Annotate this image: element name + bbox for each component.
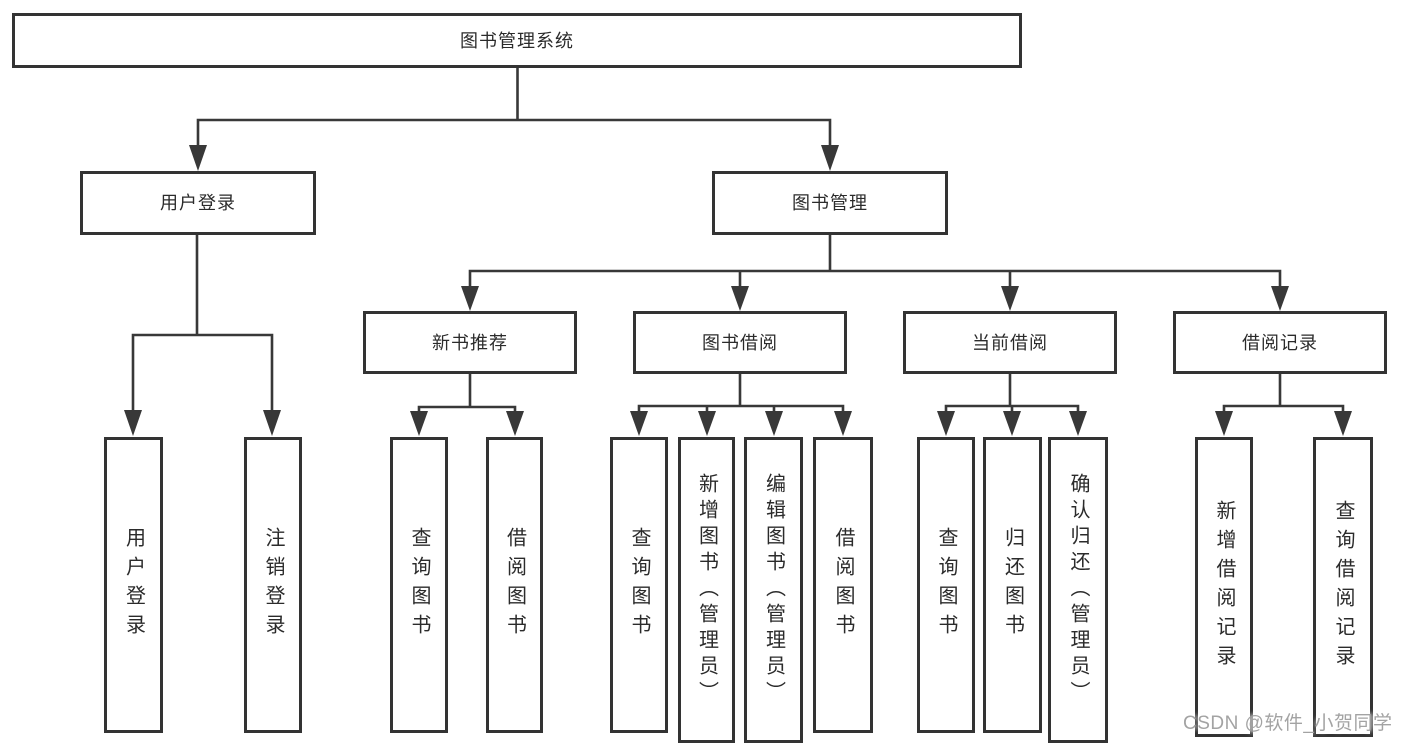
node-edit-books-admin: 编辑图书（管理员） bbox=[744, 437, 803, 743]
node-add-books-admin: 新增图书（管理员） bbox=[678, 437, 735, 743]
node-query-borrow-record: 查询借阅记录 bbox=[1313, 437, 1373, 737]
node-book-management: 图书管理 bbox=[712, 171, 948, 235]
node-confirm-return-admin: 确认归还（管理员） bbox=[1048, 437, 1108, 743]
connector-current-borrow-children bbox=[944, 371, 1080, 416]
node-logout: 注销登录 bbox=[244, 437, 302, 733]
arrowheads bbox=[124, 145, 1352, 436]
node-book-borrowing: 图书借阅 bbox=[633, 311, 847, 374]
node-user-login: 用户登录 bbox=[80, 171, 316, 235]
connector-book-borrow-children bbox=[637, 371, 845, 416]
node-borrow-books-1: 借阅图书 bbox=[486, 437, 543, 733]
connector-root-to-level2 bbox=[196, 64, 832, 148]
node-query-books-1: 查询图书 bbox=[390, 437, 448, 733]
node-return-books: 归还图书 bbox=[983, 437, 1042, 733]
node-library-management-system: 图书管理系统 bbox=[12, 13, 1022, 68]
connector-book-mgmt-level3 bbox=[468, 231, 1282, 290]
connector-new-book-children bbox=[417, 371, 517, 416]
node-query-books-3: 查询图书 bbox=[917, 437, 975, 733]
node-current-borrowing: 当前借阅 bbox=[903, 311, 1117, 374]
node-borrowing-records: 借阅记录 bbox=[1173, 311, 1387, 374]
node-add-borrow-record: 新增借阅记录 bbox=[1195, 437, 1253, 737]
node-borrow-books-2: 借阅图书 bbox=[813, 437, 873, 733]
csdn-watermark: CSDN @软件_小贺同学 bbox=[1183, 713, 1393, 734]
node-new-book-recommend: 新书推荐 bbox=[363, 311, 577, 374]
node-query-books-2: 查询图书 bbox=[610, 437, 668, 733]
connector-borrow-record-children bbox=[1222, 371, 1345, 416]
connector-user-login-children bbox=[131, 231, 274, 414]
node-user-login-leaf: 用户登录 bbox=[104, 437, 163, 733]
